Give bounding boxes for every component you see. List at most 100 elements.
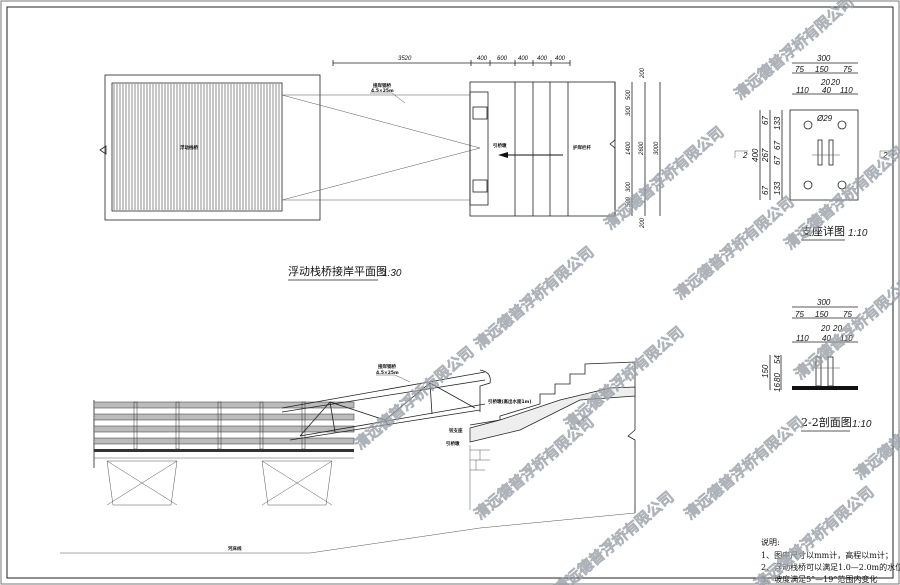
deck-layer xyxy=(93,401,355,409)
dim-133: 133 xyxy=(773,181,782,195)
dim-200: 200 xyxy=(640,217,646,229)
dim-400: 400 xyxy=(537,56,548,62)
note-item: 2、浮动栈桥可以满足1.0—2.0m的水位落差； xyxy=(761,562,900,572)
deck-slats xyxy=(113,84,280,210)
dim-133: 133 xyxy=(773,116,782,130)
base-plate xyxy=(792,386,858,390)
deck-layer xyxy=(93,413,355,421)
notes: 说明: 1、图中尺寸以mm计，高程以m计； 2、浮动栈桥可以满足1.0—2.0m… xyxy=(761,537,900,584)
label-riverbed: 河床线 xyxy=(227,545,242,552)
dim-400: 400 xyxy=(518,56,529,62)
dim-67: 67 xyxy=(773,156,782,165)
support-detail: 300 75 150 75 20 20 110 40 110 Ø29 400 6… xyxy=(734,54,893,241)
label-steel-bridge-size: 4.5×25m xyxy=(371,88,394,94)
top-dimension-ticks xyxy=(332,60,571,66)
right-dimension-lines xyxy=(631,82,661,216)
floating-pier-deck xyxy=(111,82,283,212)
abutment-seat xyxy=(469,91,489,206)
dim-80: 80 xyxy=(773,373,782,382)
pontoon-right xyxy=(261,460,333,506)
label-steel-bridge: 接岸钢桥 xyxy=(373,82,391,89)
dim-75: 75 xyxy=(795,310,804,319)
dim-110: 110 xyxy=(840,334,853,343)
plan-view: 接岸钢桥 4.5×25m 浮动栈桥 引桥墩 护岸栏杆 3520 400 600 … xyxy=(99,56,661,281)
plan-view-scale: 1:30 xyxy=(382,268,402,279)
dim-110: 110 xyxy=(840,86,853,95)
dim-200: 200 xyxy=(640,67,646,79)
arrow-head-icon xyxy=(498,152,508,158)
dim-600: 600 xyxy=(497,56,508,62)
dim-150: 150 xyxy=(761,364,770,378)
leader-line xyxy=(376,374,411,383)
abutment-profile xyxy=(469,361,636,513)
deck-base xyxy=(94,449,354,452)
notes-title: 说明: xyxy=(761,537,780,547)
support-dim-lines xyxy=(759,62,858,200)
section-cut-marks xyxy=(734,150,893,158)
dim-67: 67 xyxy=(761,186,770,195)
elevation-view: 接岸钢桥 4.5×25m 引桥墩(高出水面1m) 铰支座 引桥墩 河床线 xyxy=(60,361,636,554)
watermark: 清远德普浮桥有限公司 xyxy=(681,413,807,523)
bridge-truss-lines xyxy=(281,94,481,201)
label-hinge: 铰支座 xyxy=(449,427,463,434)
dim-20: 20 xyxy=(820,324,830,333)
dim-500: 500 xyxy=(626,196,632,207)
watermark: 清远德普浮桥有限公司 xyxy=(551,488,677,585)
dim-150: 150 xyxy=(815,65,829,74)
break-line xyxy=(609,82,616,216)
dim-400: 400 xyxy=(751,148,760,162)
inner-border xyxy=(6,6,894,579)
dim-400: 400 xyxy=(477,56,488,62)
watermark: 清远德普浮桥有限公司 xyxy=(671,193,797,303)
bridge-chords xyxy=(281,371,486,441)
section-dim-lines xyxy=(769,306,858,390)
lug-left xyxy=(817,139,823,166)
label-abutment-high: 引桥墩(高出水面1m) xyxy=(488,398,531,405)
label-steel-bridge-size: 4.5×25m xyxy=(376,370,399,376)
dim-2600: 2600 xyxy=(639,141,645,156)
lug-left xyxy=(815,356,822,387)
dim-40: 40 xyxy=(822,86,831,95)
watermarks: 清远德普浮桥有限公司 清远德普浮桥有限公司 清远德普浮桥有限公司 清远德普浮桥有… xyxy=(351,0,900,585)
floating-pier-outline xyxy=(104,74,321,221)
dim-3000: 3000 xyxy=(654,141,660,155)
steel-bridge-outline xyxy=(282,94,470,201)
abutment-concrete xyxy=(469,386,636,443)
watermark: 清远德普浮桥有限公司 xyxy=(731,0,857,103)
section-arrow xyxy=(99,145,107,155)
section-mark-left: 2 xyxy=(742,151,748,160)
bolt-holes xyxy=(803,120,847,190)
deck-layers xyxy=(93,401,355,450)
dim-20: 20 xyxy=(830,78,840,87)
bridge-truss xyxy=(299,382,476,437)
watermark: 清远德普浮桥有限公司 xyxy=(561,323,687,433)
deck-layer xyxy=(93,437,355,445)
dim-1400: 1400 xyxy=(626,141,632,155)
section-mark-right: 2 xyxy=(882,151,888,160)
dim-16: 16 xyxy=(773,383,782,392)
label-abutment: 引桥墩 xyxy=(446,440,460,447)
dim-300: 300 xyxy=(817,298,831,307)
dim-75: 75 xyxy=(843,310,852,319)
deck-layer xyxy=(93,425,355,433)
dim-40: 40 xyxy=(822,334,831,343)
dim-75: 75 xyxy=(795,65,804,74)
note-item: 1、图中尺寸以mm计，高程以m计； xyxy=(761,550,893,560)
dim-300: 300 xyxy=(817,54,831,63)
label-floating-pier: 浮动栈桥 xyxy=(180,144,198,151)
dim-20: 20 xyxy=(820,78,830,87)
label-shore: 护岸栏杆 xyxy=(573,144,591,151)
dim-67: 67 xyxy=(761,116,770,125)
bridge-railing xyxy=(479,369,491,412)
watermark: 清远德普浮桥有限公司 xyxy=(471,243,597,353)
pontoon-left xyxy=(106,460,178,506)
dim-3520: 3520 xyxy=(398,56,412,62)
lug-right xyxy=(827,356,834,387)
dim-75: 75 xyxy=(843,65,852,74)
section-2-2: 300 75 150 75 20 20 110 40 110 150 54 80… xyxy=(761,298,872,432)
label-steel-bridge: 接岸钢桥 xyxy=(378,363,396,370)
label-abutment: 引桥墩 xyxy=(493,142,507,149)
dim-300: 300 xyxy=(626,181,632,192)
